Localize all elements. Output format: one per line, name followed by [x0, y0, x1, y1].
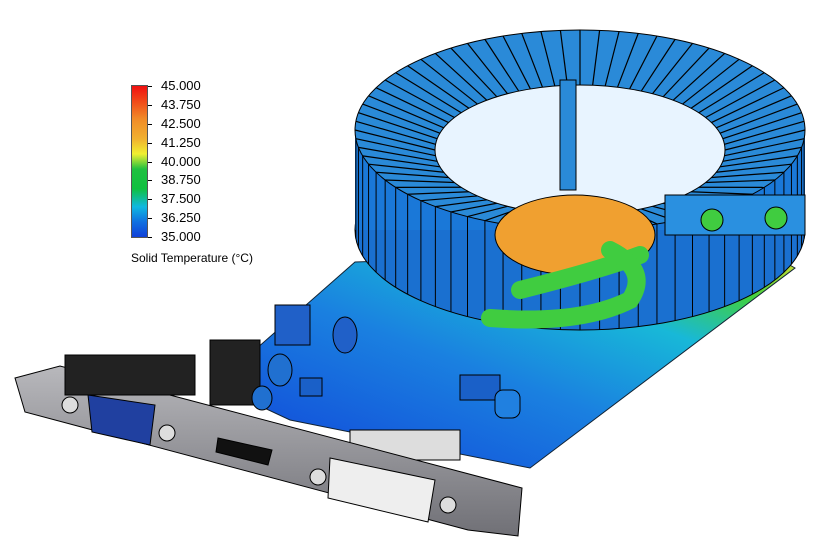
heatsink-fin — [719, 103, 798, 134]
heatsink-fin — [540, 31, 556, 87]
legend-tick — [148, 161, 152, 163]
legend-tick — [148, 199, 152, 201]
heatsink-fin — [376, 171, 449, 179]
heatsink-fin — [385, 179, 455, 184]
heatsink-fin — [705, 79, 776, 119]
heatsink-fin — [435, 199, 487, 208]
heatsink-fin — [354, 129, 436, 151]
legend-label: 37.500 — [161, 191, 201, 207]
heatsink-fin — [716, 163, 792, 173]
heatsink-fin — [521, 33, 544, 88]
heatsink-fin — [384, 79, 455, 119]
heatsink-fin — [690, 65, 753, 109]
heatsink-fin — [722, 112, 802, 140]
heatsink-fin — [407, 65, 470, 109]
legend-label: 36.250 — [161, 210, 201, 226]
heatsink-fin — [395, 72, 462, 114]
legend-tick — [148, 142, 152, 144]
heatsink-fin — [355, 138, 436, 157]
heatsink-fin — [450, 47, 498, 98]
heatsink-fin — [604, 31, 620, 87]
io-ports — [61, 354, 457, 523]
legend-label: 42.500 — [161, 115, 201, 131]
legend-label: 35.000 — [161, 229, 201, 244]
legend-label: 43.750 — [161, 96, 201, 112]
heatsink-fin — [698, 72, 765, 114]
heatsink-fin — [407, 191, 469, 195]
heatsink-fin — [652, 43, 693, 95]
heatsink-fin — [450, 202, 497, 213]
legend-label: 40.000 — [161, 153, 201, 169]
heatsink-fin — [722, 146, 802, 162]
heatsink-fin — [711, 171, 784, 179]
heatsink-fin — [719, 155, 798, 168]
heatsink-fin — [629, 35, 658, 90]
heatsink-fin — [362, 155, 441, 168]
heatsink-fin — [375, 87, 449, 124]
heatsink-fin — [420, 195, 478, 202]
legend-title: Solid Temperature (°C) — [131, 251, 253, 265]
heatsink-fin — [434, 52, 488, 101]
heatsink-fin — [484, 39, 520, 92]
heatsink-fin — [711, 87, 785, 124]
heatsink-fin — [724, 129, 806, 151]
legend-tick — [148, 180, 152, 182]
heatsink-fin — [672, 52, 726, 101]
legend-label: 41.250 — [161, 134, 201, 150]
legend-tick — [148, 237, 152, 238]
heatsink-fin — [358, 146, 438, 162]
heatsink-fin — [355, 120, 436, 145]
legend-tick — [148, 104, 152, 106]
heatsink-fin — [640, 39, 676, 92]
colorbar — [131, 85, 148, 238]
heatsink-fin — [662, 47, 710, 98]
heatsink-fin — [705, 179, 775, 184]
heatsink-fin — [362, 103, 441, 134]
heatsink-fin — [502, 35, 531, 90]
heatsink-fin — [358, 112, 438, 140]
heatsink-fin — [368, 95, 444, 129]
heatsink-fin — [368, 163, 444, 173]
heatsink-fin — [420, 58, 478, 105]
heatsink-fin — [716, 95, 792, 129]
pcb-components — [209, 304, 521, 461]
heatsink-fin — [682, 58, 740, 105]
legend-label: 45.000 — [161, 78, 201, 93]
heatsink-fin — [592, 30, 601, 86]
legend-label: 38.750 — [161, 172, 201, 188]
legend-tick — [148, 218, 152, 220]
heatsink-fin — [467, 43, 508, 95]
heatsink-fin — [616, 33, 639, 88]
legend-tick — [148, 86, 152, 87]
legend-tick — [148, 123, 152, 125]
heat-pipes — [481, 241, 649, 329]
heatsink-fin — [724, 138, 805, 157]
heatsink-fin — [559, 30, 568, 86]
heatsink-fin — [467, 205, 508, 218]
heatsink-fin — [724, 120, 805, 145]
heatsink-fin — [691, 191, 753, 195]
heatsink — [354, 29, 806, 331]
